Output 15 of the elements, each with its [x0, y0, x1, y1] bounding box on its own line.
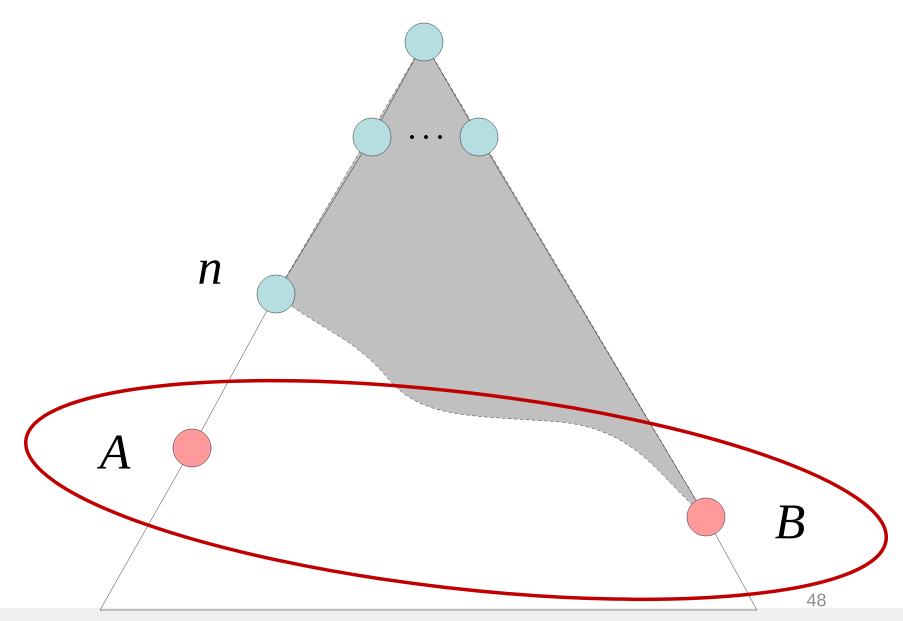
tree-edge [381, 58, 415, 120]
tree-edge [433, 58, 470, 121]
node-circle [352, 118, 392, 156]
node-circle [256, 274, 296, 314]
node-label: A [97, 435, 130, 468]
node-label: B [775, 506, 804, 538]
node-label: n [199, 260, 220, 284]
tree-edge [488, 153, 696, 501]
node-circle [172, 428, 212, 468]
node-circle [686, 498, 726, 536]
tree-edge [201, 310, 267, 432]
tree-edge [286, 153, 362, 278]
page-number: 48 [806, 594, 826, 606]
node-circle [404, 22, 444, 62]
node-circle [460, 118, 498, 156]
